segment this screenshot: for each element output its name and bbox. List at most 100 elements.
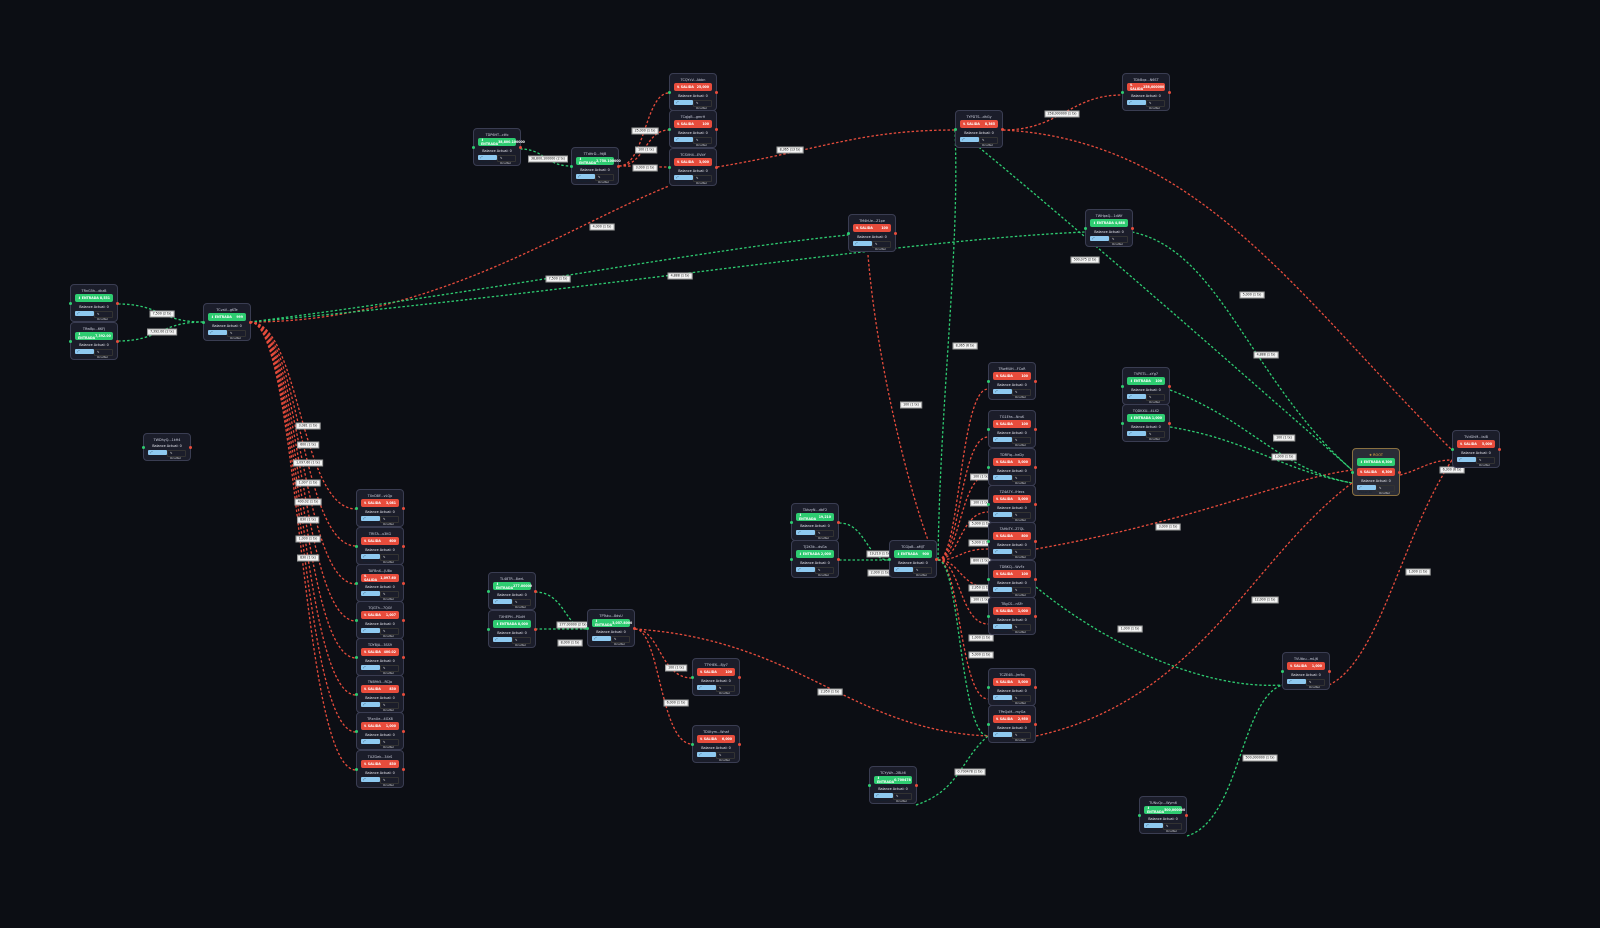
output-handle[interactable] <box>1168 384 1171 388</box>
edge-outgoing[interactable] <box>249 185 670 323</box>
input-handle[interactable] <box>668 165 671 169</box>
expand-button[interactable]: ⤢ Expandir <box>1457 457 1476 466</box>
output-handle[interactable] <box>1034 502 1037 506</box>
input-handle[interactable] <box>1121 90 1124 94</box>
hide-button[interactable]: ✎ Ocultar <box>379 777 399 787</box>
hide-button[interactable]: ✎ Ocultar <box>1145 100 1165 110</box>
edge-outgoing[interactable] <box>937 559 989 625</box>
output-handle[interactable] <box>894 231 897 235</box>
output-handle[interactable] <box>402 767 405 771</box>
expand-button[interactable]: ⤢ Expandir <box>361 702 380 711</box>
expand-button[interactable]: ⤢ Expandir <box>874 793 893 802</box>
expand-button[interactable]: ⤢ Expandir <box>493 599 512 608</box>
input-handle[interactable] <box>987 379 990 383</box>
input-handle[interactable] <box>355 506 358 510</box>
expand-button[interactable]: ⤢ Expandir <box>75 349 94 358</box>
input-handle[interactable] <box>355 544 358 548</box>
expand-button[interactable]: ⤢ Expandir <box>993 437 1012 446</box>
edge-incoming[interactable] <box>937 129 957 561</box>
output-handle[interactable] <box>1168 421 1171 425</box>
edge-incoming[interactable] <box>1169 389 1353 484</box>
expand-button[interactable]: ⤢ Expandir <box>993 512 1012 521</box>
hide-button[interactable]: ✎ Ocultar <box>379 665 399 675</box>
expand-button[interactable]: ⤢ Expandir <box>993 587 1012 596</box>
hide-button[interactable]: ✎ Ocultar <box>814 530 834 540</box>
expand-button[interactable]: ⤢ Expandir <box>361 665 380 674</box>
expand-button[interactable]: ⤢ Expandir <box>361 628 380 637</box>
hide-button[interactable]: ✎ Ocultar <box>715 752 735 762</box>
expand-button[interactable]: ⤢ Expandir <box>361 777 380 786</box>
expand-button[interactable]: ⤢ Expandir <box>1127 431 1146 440</box>
expand-button[interactable]: ⤢ Expandir <box>493 637 512 646</box>
output-handle[interactable] <box>1498 447 1501 451</box>
edge-outgoing[interactable] <box>1035 469 1353 550</box>
edge-incoming[interactable] <box>1035 586 1283 686</box>
hide-button[interactable]: ✎ Ocultar <box>1011 587 1031 597</box>
input-handle[interactable] <box>355 655 358 659</box>
output-handle[interactable] <box>1328 669 1331 673</box>
input-handle[interactable] <box>355 729 358 733</box>
expand-button[interactable]: ⤢ Expandir <box>208 330 227 339</box>
edge-incoming[interactable] <box>1186 684 1283 837</box>
edge-incoming[interactable] <box>915 735 989 806</box>
expand-button[interactable]: ⤢ Expandir <box>993 475 1012 484</box>
output-handle[interactable] <box>1034 685 1037 689</box>
output-handle[interactable] <box>402 729 405 733</box>
output-handle[interactable] <box>715 127 718 131</box>
input-handle[interactable] <box>69 339 72 343</box>
hide-button[interactable]: ✎ Ocultar <box>1375 485 1395 495</box>
edge-outgoing[interactable] <box>1035 482 1353 737</box>
expand-button[interactable]: ⤢ Expandir <box>1144 823 1163 832</box>
edge-outgoing[interactable] <box>249 321 357 733</box>
expand-button[interactable]: ⤢ Expandir <box>361 516 380 525</box>
expand-button[interactable]: ⤢ Expandir <box>796 530 815 539</box>
edge-incoming[interactable] <box>937 559 989 737</box>
hide-button[interactable]: ✎ Ocultar <box>379 554 399 564</box>
expand-button[interactable]: ⤢ Expandir <box>148 450 167 459</box>
input-handle[interactable] <box>987 685 990 689</box>
expand-button[interactable]: ⤢ Expandir <box>478 155 497 164</box>
expand-button[interactable]: ⤢ Expandir <box>993 624 1012 633</box>
input-handle[interactable] <box>355 618 358 622</box>
expand-button[interactable]: ⤢ Expandir <box>993 389 1012 398</box>
output-handle[interactable] <box>189 445 192 449</box>
expand-button[interactable]: ⤢ Expandir <box>993 732 1012 741</box>
expand-button[interactable]: ⤢ Expandir <box>674 175 693 184</box>
expand-button[interactable]: ⤢ Expandir <box>1287 679 1306 688</box>
expand-button[interactable]: ⤢ Expandir <box>576 174 595 183</box>
hide-button[interactable]: ✎ Ocultar <box>1011 389 1031 399</box>
hide-button[interactable]: ✎ Ocultar <box>379 739 399 749</box>
hide-button[interactable]: ✎ Ocultar <box>1475 457 1495 467</box>
hide-button[interactable]: ✎ Ocultar <box>511 599 531 609</box>
edge-outgoing[interactable] <box>937 511 989 561</box>
expand-button[interactable]: ⤢ Expandir <box>361 591 380 600</box>
output-handle[interactable] <box>249 320 252 324</box>
output-handle[interactable] <box>935 557 938 561</box>
hide-button[interactable]: ✎ Ocultar <box>692 100 712 110</box>
hide-button[interactable]: ✎ Ocultar <box>1011 695 1031 705</box>
input-handle[interactable] <box>987 539 990 543</box>
input-handle[interactable] <box>691 675 694 679</box>
input-handle[interactable] <box>790 520 793 524</box>
expand-button[interactable]: ⤢ Expandir <box>361 739 380 748</box>
output-handle[interactable] <box>402 506 405 510</box>
input-handle[interactable] <box>668 90 671 94</box>
hide-button[interactable]: ✎ Ocultar <box>594 174 614 184</box>
expand-button[interactable]: ⤢ Expandir <box>796 567 815 576</box>
output-handle[interactable] <box>1034 722 1037 726</box>
output-handle[interactable] <box>1131 226 1134 230</box>
output-handle[interactable] <box>738 675 741 679</box>
